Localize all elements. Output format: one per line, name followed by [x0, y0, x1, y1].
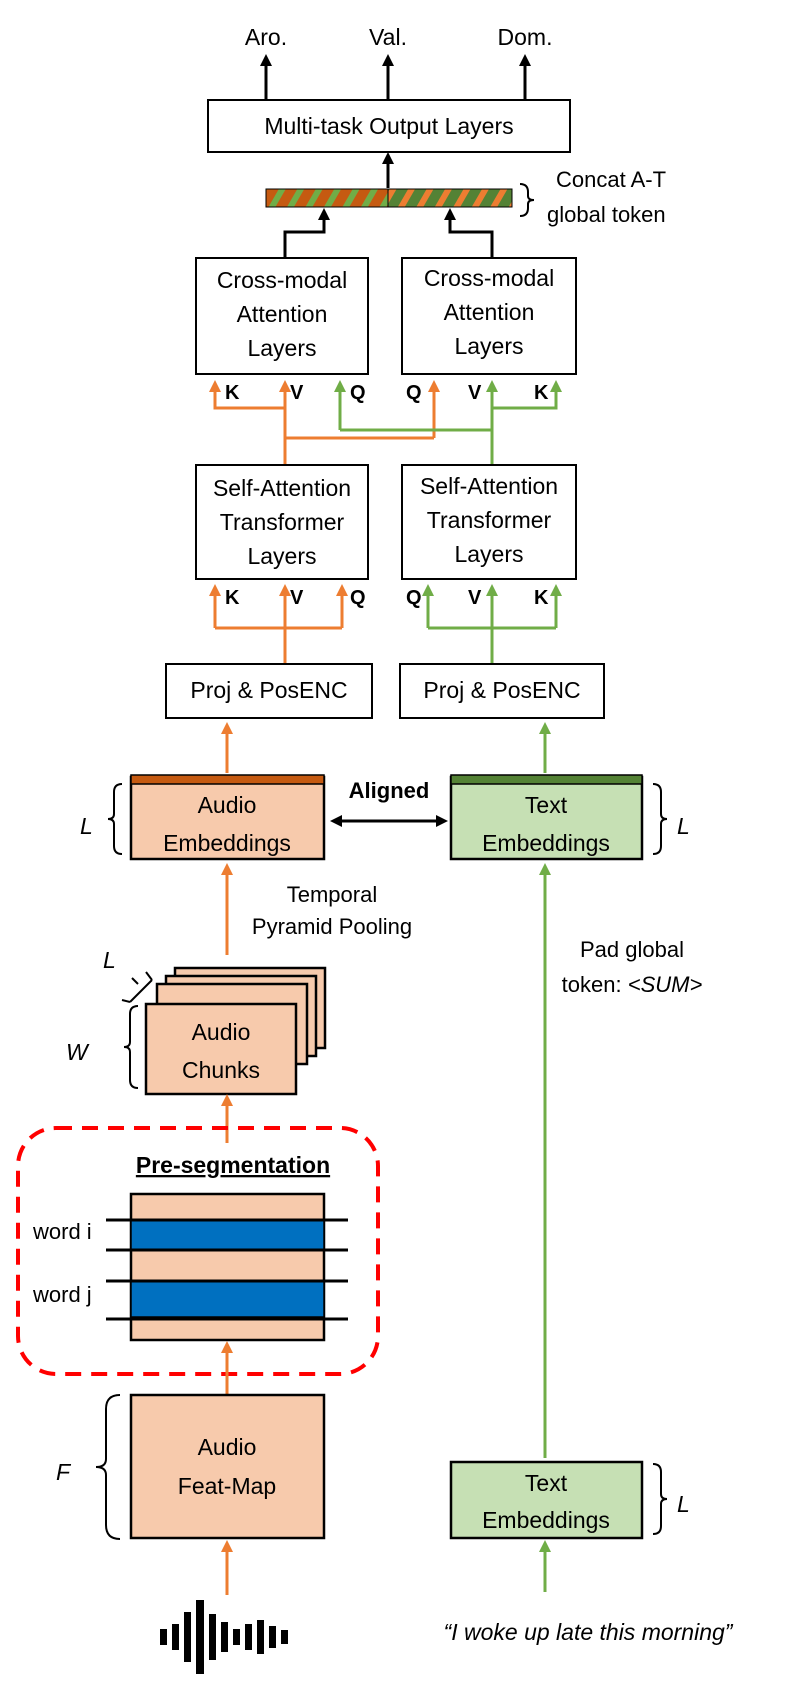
- concat-label-line2: global token: [547, 202, 666, 227]
- cross-modal-text-line3: Layers: [454, 333, 523, 359]
- cross-text-q-label: Q: [406, 382, 422, 404]
- cross-audio-k-label: K: [225, 382, 240, 404]
- cross-modal-audio-box: [195, 257, 369, 375]
- connector-audio-crossmodal-to-concat: [283, 208, 330, 258]
- cross-modal-audio-line3: Layers: [247, 335, 316, 361]
- proj-text-label: Proj & PosENC: [423, 677, 580, 703]
- word-j-label: word j: [32, 1282, 92, 1307]
- presegmentation-title: Pre-segmentation: [136, 1152, 330, 1178]
- cross-modal-text-box: [401, 257, 577, 375]
- self-attn-text-line3: Layers: [454, 541, 523, 567]
- concat-label-line1: Concat A-T: [556, 167, 666, 192]
- self-text-q-label: Q: [406, 587, 422, 609]
- cross-text-k-label: K: [534, 382, 549, 404]
- text-embeddings-top-box: [449, 775, 644, 861]
- self-text-k-label: K: [534, 587, 549, 609]
- audio-featmap-brace: [95, 1394, 121, 1540]
- cross-modal-text-line1: Cross-modal: [424, 265, 554, 291]
- self-attn-text-box: [401, 464, 577, 580]
- audio-embeddings-line1: Audio: [198, 792, 257, 818]
- self-text-v-label: V: [468, 587, 482, 609]
- output-dominance-label: Dom.: [498, 24, 553, 50]
- cross-modal-text-line2: Attention: [444, 299, 535, 325]
- audio-embeddings-dim-label: L: [80, 813, 93, 839]
- audio-featmap-dim-label: F: [56, 1459, 72, 1485]
- proj-audio-label: Proj & PosENC: [190, 677, 347, 703]
- word-i-label: word i: [32, 1219, 92, 1244]
- waveform-icon: [160, 1600, 288, 1674]
- audio-featmap-line2: Feat-Map: [178, 1473, 276, 1499]
- self-attn-audio-box: [195, 464, 369, 580]
- audio-chunks-l-label: L: [103, 947, 116, 973]
- pooling-label-line1: Temporal: [287, 882, 377, 907]
- proj-text-box: [399, 663, 605, 719]
- text-embeddings-top-brace: [652, 783, 668, 855]
- text-embeddings-bottom-line1: Text: [525, 1470, 568, 1496]
- self-audio-q-label: Q: [350, 587, 366, 609]
- text-route-k: [490, 380, 562, 430]
- cross-modal-audio-line2: Attention: [237, 301, 328, 327]
- self-attn-audio-line1: Self-Attention: [213, 475, 351, 501]
- self-attn-audio-line3: Layers: [247, 543, 316, 569]
- text-embeddings-bottom-box: [449, 1460, 644, 1540]
- concat-bar-audio-half: [265, 188, 389, 208]
- audio-embeddings-line2: Embeddings: [163, 830, 291, 856]
- audio-chunks-l-brace: [121, 971, 153, 1003]
- output-arousal-label: Aro.: [245, 24, 287, 50]
- presegmentation-region: [16, 1126, 380, 1376]
- audio-chunks-line1: Audio: [192, 1019, 251, 1045]
- aligned-label: Aligned: [349, 778, 430, 803]
- word-i-segment: [130, 1219, 325, 1251]
- pad-label-line1: Pad global: [580, 937, 684, 962]
- text-embeddings-global-token-bar: [450, 774, 643, 785]
- output-valence-label: Val.: [369, 24, 407, 50]
- proj-audio-box: [165, 663, 373, 719]
- text-embeddings-bottom-brace: [652, 1463, 668, 1535]
- audio-chunks-w-label: W: [66, 1039, 90, 1065]
- audio-chunks-w-brace: [123, 1005, 139, 1089]
- self-attn-text-line2: Transformer: [427, 507, 552, 533]
- concat-brace: [519, 183, 535, 217]
- audio-featmap-line1: Audio: [198, 1434, 257, 1460]
- self-audio-v-label: V: [290, 587, 304, 609]
- audio-chunks-line2: Chunks: [182, 1057, 260, 1083]
- text-embeddings-top-dim-label: L: [677, 813, 690, 839]
- multitask-output-box: [207, 99, 571, 153]
- cross-audio-q-label: Q: [350, 382, 366, 404]
- text-embeddings-bottom-dim-label: L: [677, 1491, 690, 1517]
- cross-modal-audio-line1: Cross-modal: [217, 267, 347, 293]
- multitask-output-label: Multi-task Output Layers: [264, 113, 513, 139]
- self-attn-audio-line2: Transformer: [220, 509, 345, 535]
- text-embeddings-top-line1: Text: [525, 792, 568, 818]
- audio-featmap-box: [129, 1393, 326, 1540]
- word-j-segment: [130, 1280, 325, 1318]
- self-attn-text-line1: Self-Attention: [420, 473, 558, 499]
- connector-text-crossmodal-to-concat: [444, 208, 494, 258]
- input-sentence: “I woke up late this morning”: [444, 1619, 734, 1645]
- pooling-label-line2: Pyramid Pooling: [252, 914, 412, 939]
- text-embeddings-top-line2: Embeddings: [482, 830, 610, 856]
- audio-embeddings-brace: [107, 783, 123, 855]
- concat-bar-text-half: [387, 188, 513, 208]
- audio-chunks-box: [144, 1002, 298, 1096]
- text-embeddings-bottom-line2: Embeddings: [482, 1507, 610, 1533]
- audio-embeddings-global-token-bar: [130, 774, 325, 785]
- cross-text-v-label: V: [468, 382, 482, 404]
- pad-label-line2: token: <SUM>: [562, 972, 703, 997]
- self-audio-k-label: K: [225, 587, 240, 609]
- cross-audio-v-label: V: [290, 382, 304, 404]
